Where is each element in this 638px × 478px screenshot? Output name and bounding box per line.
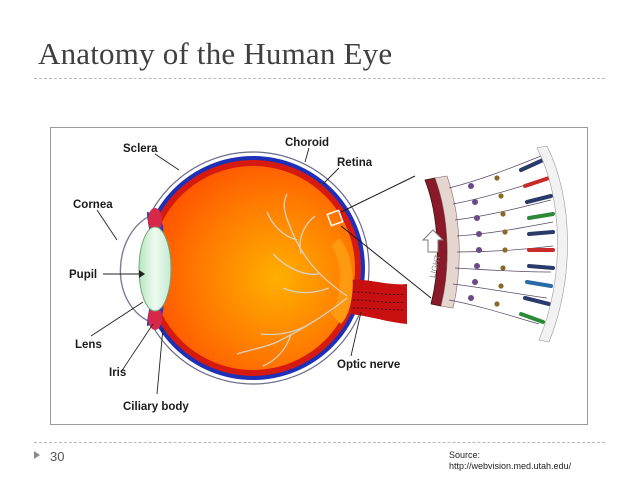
label-pupil: Pupil [69, 269, 97, 281]
label-optic-nerve: Optic nerve [337, 359, 400, 371]
retinal-cell-layer [421, 145, 568, 343]
label-ciliary-body: Ciliary body [123, 401, 189, 413]
label-iris: Iris [109, 367, 126, 379]
optic-nerve-fibers [352, 291, 406, 311]
footer-divider [34, 442, 605, 443]
source-url: http://webvision.med.utah.edu/ [449, 461, 572, 471]
optic-disc [331, 238, 353, 324]
label-retina: Retina [337, 157, 373, 169]
leader-lines [90, 147, 362, 395]
ciliary-body-shape [148, 208, 162, 232]
zoom-line-bottom [340, 225, 432, 299]
label-cornea: Cornea [73, 199, 113, 211]
page-number: 30 [50, 449, 65, 464]
retinal-vessels [236, 193, 348, 367]
ciliary-body-shape-lower [148, 306, 162, 330]
optic-nerve-shape [347, 279, 407, 324]
slide-marker-icon [34, 451, 40, 459]
lens-shape [138, 226, 172, 312]
label-lens: Lens [75, 339, 102, 351]
source-label: Source: [449, 450, 481, 460]
light-arrow-icon [421, 229, 445, 253]
retina-detail-marker [326, 209, 344, 227]
vitreous-body [151, 166, 355, 370]
title-divider [34, 78, 605, 79]
label-choroid: Choroid [285, 137, 329, 149]
source-citation: Source: http://webvision.med.utah.edu/ [449, 450, 571, 472]
zoom-line-top [340, 175, 416, 213]
anterior-chamber [128, 216, 161, 322]
eye-anatomy-diagram: LIGHT Sclera Choroid Retina Cornea Pupil… [50, 127, 588, 425]
pupil-arrow-icon [139, 270, 145, 278]
slide-title: Anatomy of the Human Eye [38, 36, 393, 71]
eye-diagram-svg: LIGHT Sclera Choroid Retina Cornea Pupil… [69, 137, 568, 413]
label-sclera: Sclera [123, 143, 158, 155]
